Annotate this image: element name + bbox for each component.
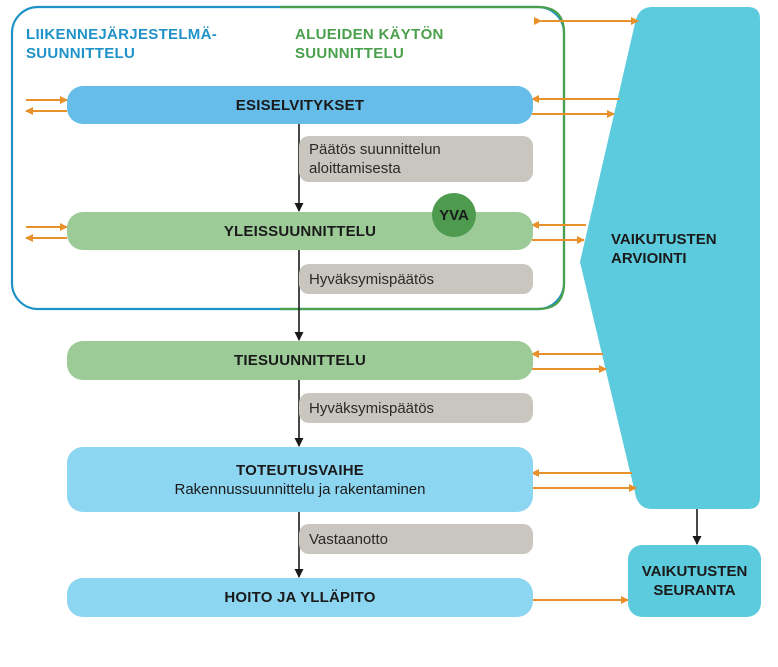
stage-maintenance: HOITO JA YLLÄPITO xyxy=(67,578,533,617)
decision-acceptance: Vastaanotto xyxy=(299,524,533,554)
stage-label: ESISELVITYKSET xyxy=(235,96,365,114)
impact-assessment-shape xyxy=(580,7,760,509)
transport-system-zone-label: LIIKENNEJÄRJESTELMÄ- SUUNNITTELU xyxy=(26,26,218,62)
decision-label: Vastaanotto xyxy=(309,530,388,548)
stage-label: TOTEUTUSVAIHE xyxy=(236,461,364,479)
decision-label: Päätös suunnittelun aloittamisesta xyxy=(309,141,441,177)
stage-preliminary-studies: ESISELVITYKSET xyxy=(67,86,533,124)
stage-label: TIESUUNNITTELU xyxy=(234,352,366,369)
yva-badge: YVA xyxy=(432,193,476,237)
stage-sublabel: Rakennussuunnittelu ja rakentaminen xyxy=(174,480,426,498)
impact-monitoring-label: VAIKUTUSTEN SEURANTA xyxy=(641,563,748,599)
land-use-zone-frame xyxy=(280,5,566,311)
stage-implementation: TOTEUTUSVAIHE Rakennussuunnittelu ja rak… xyxy=(67,447,533,512)
land-use-zone-label: ALUEIDEN KÄYTÖN SUUNNITTELU xyxy=(295,26,444,62)
decision-label: Hyväksymispäätös xyxy=(309,270,435,288)
stage-road-plan: TIESUUNNITTELU xyxy=(67,341,533,380)
decision-label: Hyväksymispäätös xyxy=(309,399,435,417)
decision-approval: Hyväksymispäätös xyxy=(299,264,533,294)
stage-label: YLEISSUUNNITTELU xyxy=(223,222,377,240)
impact-assessment-label: VAIKUTUSTEN ARVIOINTI xyxy=(611,231,717,267)
decision-start-planning: Päätös suunnittelun aloittamisesta xyxy=(299,136,533,182)
impact-monitoring-box: VAIKUTUSTEN SEURANTA xyxy=(628,545,761,617)
decision-approval: Hyväksymispäätös xyxy=(299,393,533,423)
stage-label: HOITO JA YLLÄPITO xyxy=(224,589,376,606)
